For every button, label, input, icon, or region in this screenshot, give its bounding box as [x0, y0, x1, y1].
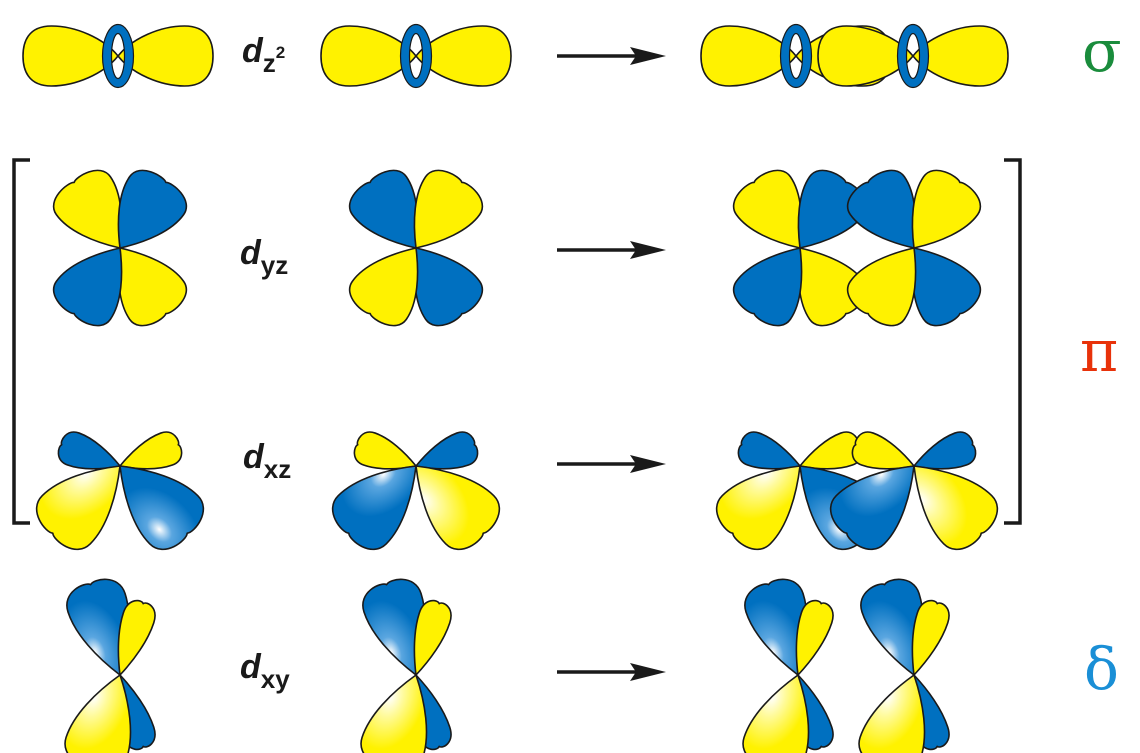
dz2-product-right	[818, 25, 1008, 88]
dz2-orbital-left	[23, 25, 213, 88]
dyz-orbital-right	[342, 162, 490, 334]
dyz-orbital-left	[46, 162, 194, 334]
pi-bond-symbol: π	[1080, 322, 1118, 380]
label-dxz: dxz	[243, 440, 291, 474]
dyz-product-right	[840, 162, 988, 334]
label-dz2: dz2	[242, 34, 285, 68]
arrow-dyz	[557, 241, 666, 259]
arrow-dxy	[557, 663, 666, 681]
delta-bond-symbol: δ	[1084, 640, 1119, 698]
arrow-dz2	[557, 47, 666, 65]
dxz-orbital-left	[27, 428, 212, 558]
left-bracket	[14, 160, 30, 523]
label-dxy: dxy	[240, 650, 290, 684]
dxy-product-left	[738, 573, 837, 753]
dxy-product-right	[854, 573, 953, 753]
dxy-orbital-left	[60, 573, 159, 753]
right-bracket	[1004, 160, 1020, 523]
arrow-dxz	[557, 455, 666, 473]
sigma-bond-symbol: σ	[1082, 22, 1122, 80]
dxy-orbital-right	[356, 573, 455, 753]
dyz-product-left	[726, 162, 874, 334]
dz2-orbital-right	[321, 25, 511, 88]
dxz-orbital-right	[323, 428, 508, 558]
label-dyz: dyz	[240, 236, 288, 270]
